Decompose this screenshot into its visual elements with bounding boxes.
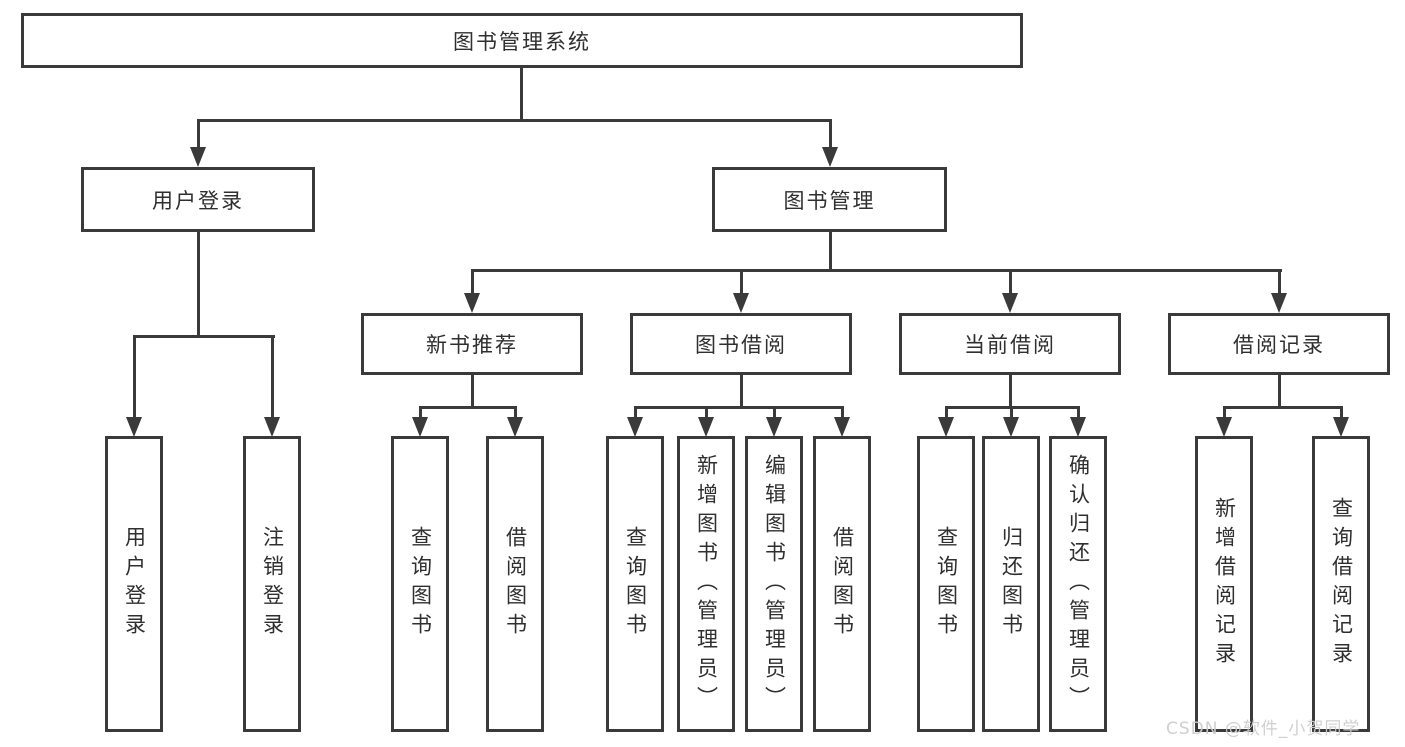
connector-level2-split (471, 269, 1282, 272)
node-new-book-recommendation: 新书推荐 (361, 313, 583, 375)
arrowhead-leaf (627, 417, 643, 437)
leaf-add-book-admin-label: 新增图书（管理员） (694, 453, 719, 715)
leaf-query-borrow-record-label: 查询借阅记录 (1329, 497, 1354, 671)
leaf-logout: 注销登录 (243, 436, 301, 732)
connector-drop-leaf (1340, 406, 1343, 419)
connector-book-management-trunk (829, 232, 832, 271)
connector-new-book-trunk (471, 375, 474, 408)
connector-drop-leaf-user-login (133, 335, 136, 419)
leaf-add-borrow-record-label: 新增借阅记录 (1212, 497, 1237, 671)
leaf-borrow-books-recommend-label: 借阅图书 (503, 526, 528, 642)
leaf-confirm-return-admin: 确认归还（管理员） (1049, 436, 1107, 732)
connector-user-login-split (133, 335, 275, 338)
arrowhead-book-borrowing (733, 293, 749, 313)
leaf-query-books-current-label: 查询图书 (934, 526, 959, 642)
node-borrowing-records-label: 借阅记录 (1233, 333, 1325, 357)
arrowhead-leaf (1003, 417, 1019, 437)
leaf-confirm-return-admin-label: 确认归还（管理员） (1066, 453, 1091, 715)
arrowhead-book-management (822, 147, 838, 167)
leaf-add-book-admin: 新增图书（管理员） (677, 436, 735, 732)
leaf-edit-book-admin-label: 编辑图书（管理员） (762, 453, 787, 715)
arrowhead-leaf (1070, 417, 1086, 437)
node-library-system: 图书管理系统 (21, 13, 1023, 68)
leaf-query-books-borrowing: 查询图书 (606, 436, 664, 732)
connector-borrowing-records-split (1223, 406, 1342, 409)
leaf-query-borrow-record: 查询借阅记录 (1312, 436, 1370, 732)
connector-current-borrowing-trunk (1009, 375, 1012, 408)
connector-drop-leaf (773, 406, 776, 419)
leaf-borrow-books-borrowing-label: 借阅图书 (830, 526, 855, 642)
node-new-book-recommendation-label: 新书推荐 (426, 333, 518, 357)
connector-drop-leaf (514, 406, 517, 419)
leaf-user-login-label: 用户登录 (122, 526, 147, 642)
arrowhead-user-login (190, 147, 206, 167)
connector-drop-book-borrowing (740, 269, 743, 295)
connector-drop-leaf-logout (271, 335, 274, 419)
connector-drop-leaf (634, 406, 637, 419)
connector-drop-leaf (1010, 406, 1013, 419)
leaf-borrow-books-borrowing: 借阅图书 (813, 436, 871, 732)
leaf-logout-label: 注销登录 (260, 526, 285, 642)
node-current-borrowing-label: 当前借阅 (964, 333, 1056, 357)
node-book-borrowing: 图书借阅 (630, 313, 852, 375)
connector-drop-leaf (945, 406, 948, 419)
connector-drop-borrowing-records (1278, 269, 1281, 295)
node-book-management: 图书管理 (712, 167, 947, 232)
node-book-management-label: 图书管理 (783, 188, 876, 213)
arrowhead-leaf (412, 417, 428, 437)
leaf-borrow-books-recommend: 借阅图书 (486, 436, 544, 732)
leaf-query-books-recommend-label: 查询图书 (408, 526, 433, 642)
connector-drop-current-borrowing (1009, 269, 1012, 295)
arrowhead-leaf (1216, 417, 1232, 437)
connector-new-book-split (419, 406, 517, 409)
arrowhead-leaf (1333, 417, 1349, 437)
connector-user-login-trunk (197, 232, 200, 337)
connector-drop-leaf (419, 406, 422, 419)
connector-drop-leaf (1077, 406, 1080, 419)
connector-drop-leaf (705, 406, 708, 419)
leaf-query-books-recommend: 查询图书 (391, 436, 449, 732)
leaf-edit-book-admin: 编辑图书（管理员） (745, 436, 803, 732)
connector-drop-book-management (829, 119, 832, 149)
leaf-return-book: 归还图书 (982, 436, 1040, 732)
connector-root-trunk (520, 66, 523, 121)
connector-book-borrowing-split (634, 406, 843, 409)
arrowhead-leaf-logout (264, 417, 280, 437)
connector-drop-new-book (471, 269, 474, 295)
connector-level1-split (197, 119, 832, 122)
node-library-system-label: 图书管理系统 (453, 29, 591, 54)
arrowhead-leaf (938, 417, 954, 437)
connector-drop-user-login (197, 119, 200, 149)
arrowhead-leaf (698, 417, 714, 437)
leaf-return-book-label: 归还图书 (999, 526, 1024, 642)
node-user-login-label: 用户登录 (152, 188, 244, 213)
connector-borrowing-records-trunk (1278, 375, 1281, 408)
node-current-borrowing: 当前借阅 (899, 313, 1121, 375)
arrowhead-current-borrowing (1002, 293, 1018, 313)
node-borrowing-records: 借阅记录 (1168, 313, 1390, 375)
arrowhead-leaf-user-login (126, 417, 142, 437)
arrowhead-new-book (464, 293, 480, 313)
node-user-login: 用户登录 (81, 167, 315, 232)
connector-drop-leaf (1223, 406, 1226, 419)
arrowhead-leaf (766, 417, 782, 437)
arrowhead-leaf (834, 417, 850, 437)
connector-book-borrowing-trunk (740, 375, 743, 408)
leaf-add-borrow-record: 新增借阅记录 (1195, 436, 1253, 732)
connector-drop-leaf (841, 406, 844, 419)
leaf-query-books-borrowing-label: 查询图书 (623, 526, 648, 642)
node-book-borrowing-label: 图书借阅 (695, 333, 787, 357)
leaf-user-login: 用户登录 (105, 436, 163, 732)
arrowhead-leaf (507, 417, 523, 437)
leaf-query-books-current: 查询图书 (917, 436, 975, 732)
arrowhead-borrowing-records (1271, 293, 1287, 313)
watermark: CSDN @软件_小贺同学 (1166, 719, 1361, 739)
